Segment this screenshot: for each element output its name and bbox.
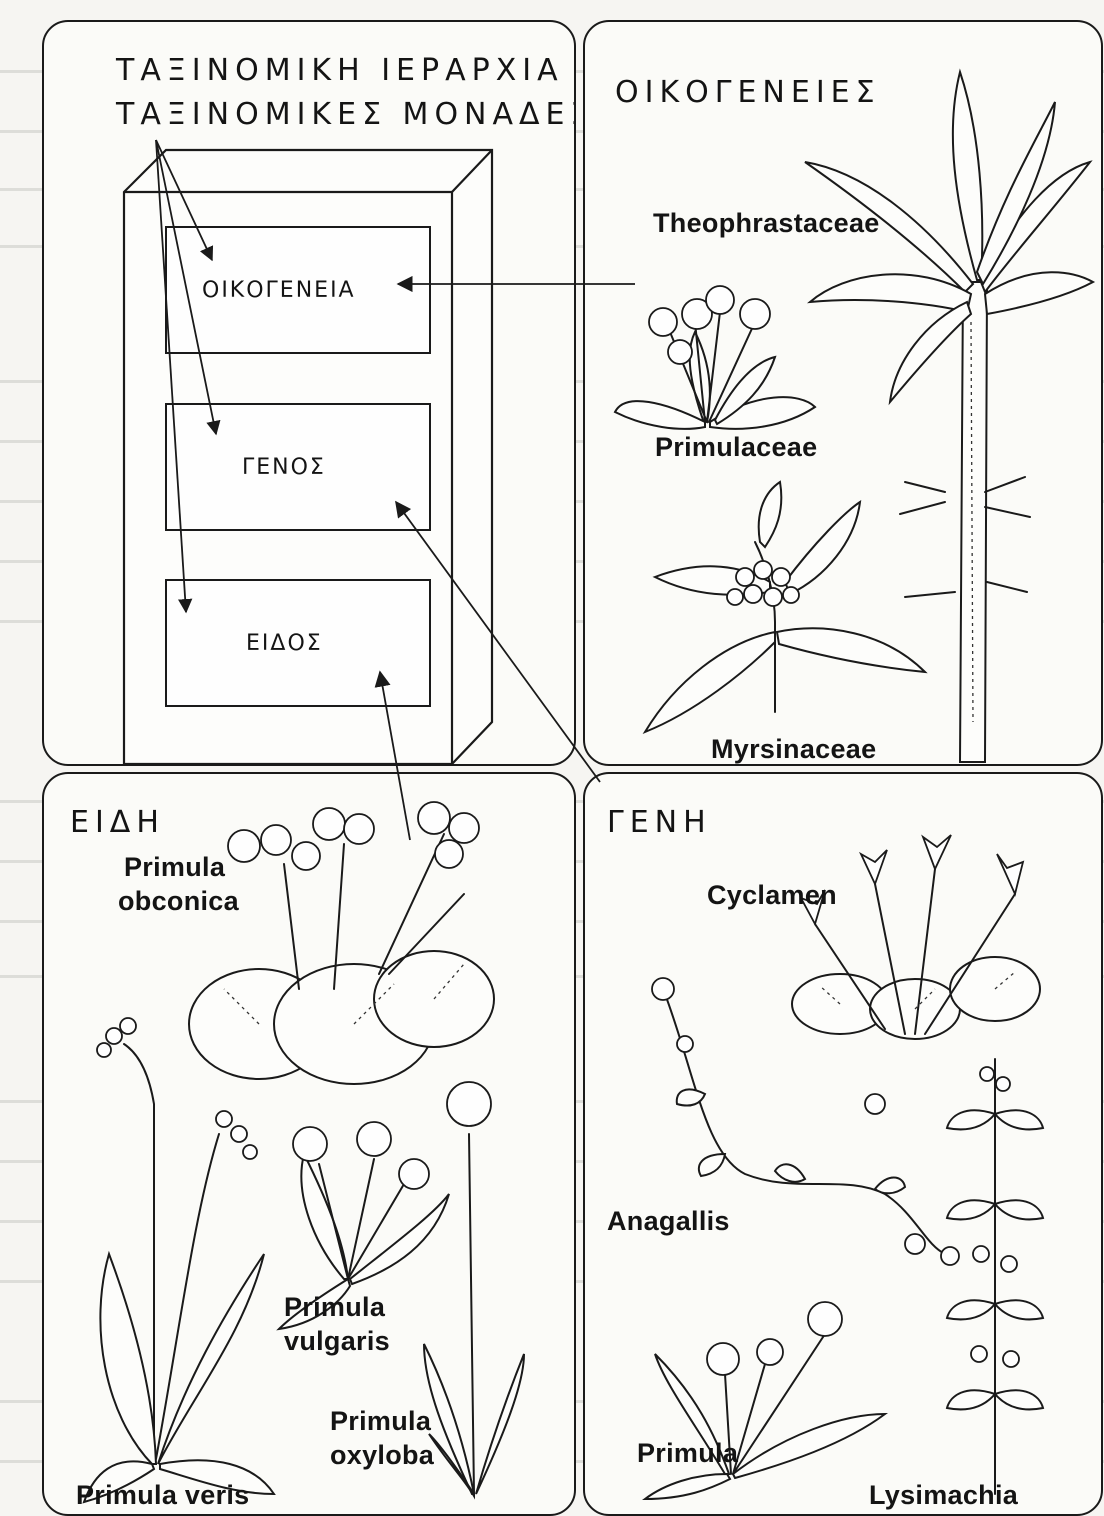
families-illustration [585, 22, 1101, 764]
species-label-vulgaris-line1: Primula [284, 1294, 385, 1321]
species-label-oxyloba-line1: Primula [330, 1408, 431, 1435]
hierarchy-title-line1: ΤΑΞΙΝΟΜΙΚΗ ΙΕΡΑΡΧΙΑ [116, 56, 564, 86]
rank-genus-label: ΓΕΝΟΣ [242, 457, 326, 479]
species-label-oxyloba-line2: oxyloba [330, 1442, 434, 1469]
primulaceae-plant [615, 286, 815, 429]
primula-obconica-plant [189, 802, 494, 1084]
family-label-myrsinaceae: Myrsinaceae [711, 736, 876, 763]
primula-veris-plant [84, 1018, 274, 1502]
cyclamen-plant [792, 835, 1040, 1039]
genus-label-cyclamen: Cyclamen [707, 882, 837, 909]
primula-genus-plant [645, 1302, 885, 1499]
species-illustration [44, 774, 574, 1514]
species-label-veris: Primula veris [76, 1482, 250, 1509]
family-label-theophrastaceae: Theophrastaceae [653, 210, 880, 237]
lysimachia-plant [947, 1059, 1043, 1494]
primula-oxyloba-plant [424, 1082, 524, 1496]
rank-family-label: ΟΙΚΟΓΕΝΕΙΑ [202, 280, 356, 302]
families-heading: ΟΙΚΟΓΕΝΕΙΕΣ [615, 78, 881, 108]
genus-label-lysimachia: Lysimachia [869, 1482, 1018, 1509]
families-panel: ΟΙΚΟΓΕΝΕΙΕΣ Theophrastaceae Primulaceae … [583, 20, 1103, 766]
rank-species-label: ΕΙΔΟΣ [246, 633, 323, 655]
genera-panel: ΓΕΝΗ Cyclamen Anagallis Primula Lysimach… [583, 772, 1103, 1516]
species-heading: ΕΙΔΗ [70, 808, 165, 838]
genus-label-primula: Primula [637, 1440, 738, 1467]
hierarchy-panel: ΤΑΞΙΝΟΜΙΚΗ ΙΕΡΑΡΧΙΑ ΤΑΞΙΝΟΜΙΚΕΣ ΜΟΝΑΔΕΣ … [42, 20, 576, 766]
genera-illustration [585, 774, 1101, 1514]
species-label-obconica-line2: obconica [118, 888, 239, 915]
myrsinaceae-plant [645, 482, 925, 732]
family-label-primulaceae: Primulaceae [655, 434, 817, 461]
species-label-vulgaris-line2: vulgaris [284, 1328, 390, 1355]
genera-heading: ΓΕΝΗ [607, 808, 712, 838]
genus-label-anagallis: Anagallis [607, 1208, 730, 1235]
hierarchy-title-line2: ΤΑΞΙΝΟΜΙΚΕΣ ΜΟΝΑΔΕΣ [116, 100, 576, 130]
species-label-obconica-line1: Primula [124, 854, 225, 881]
species-panel: ΕΙΔΗ Primula obconica Primula vulgaris P… [42, 772, 576, 1516]
